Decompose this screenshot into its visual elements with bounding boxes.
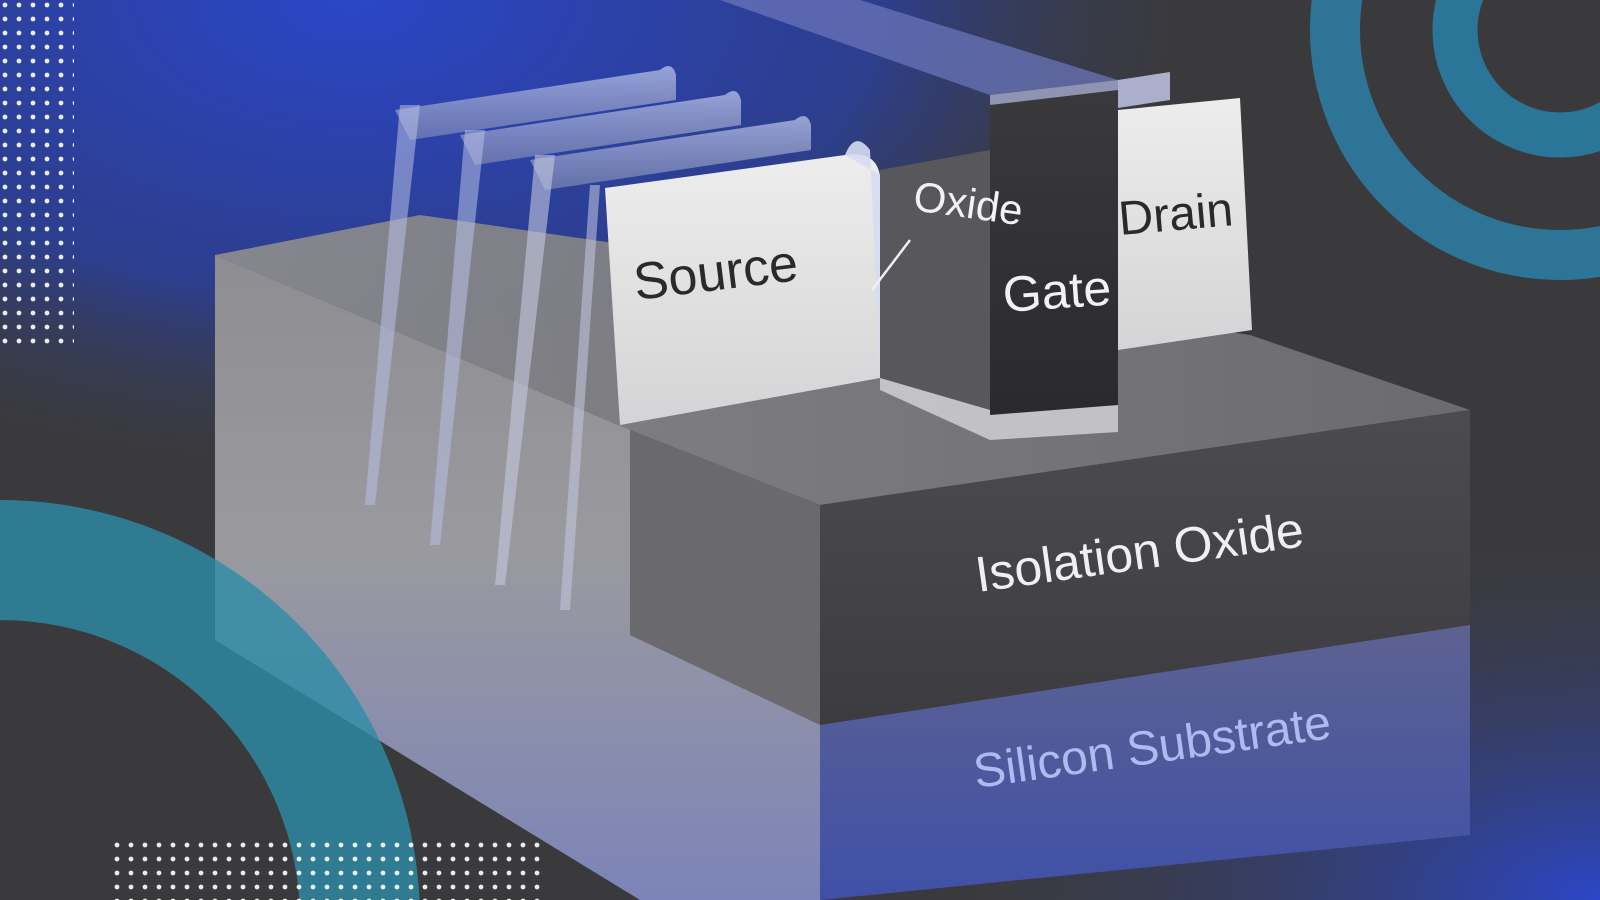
source-fin (605, 141, 880, 425)
isolation-oxide-face (820, 410, 1470, 725)
oxide-leader-line (871, 239, 911, 291)
silicon-substrate-face (820, 625, 1470, 900)
ring-top-right (1310, 0, 1600, 280)
ghost-fins (365, 66, 811, 610)
ring-bottom-left (0, 500, 420, 900)
gate-oxide-base (880, 378, 1118, 440)
substrate-left-face (215, 255, 820, 900)
drain-fin (1118, 72, 1252, 350)
isolation-oxide-side (630, 430, 820, 725)
dot-grid-bottom (112, 836, 542, 900)
gate-block (720, 0, 1118, 415)
drain-label: Drain (1116, 183, 1235, 246)
dot-grid-top-left (0, 0, 74, 352)
gate-oxide (880, 150, 990, 410)
gate-label: Gate (1001, 260, 1113, 323)
